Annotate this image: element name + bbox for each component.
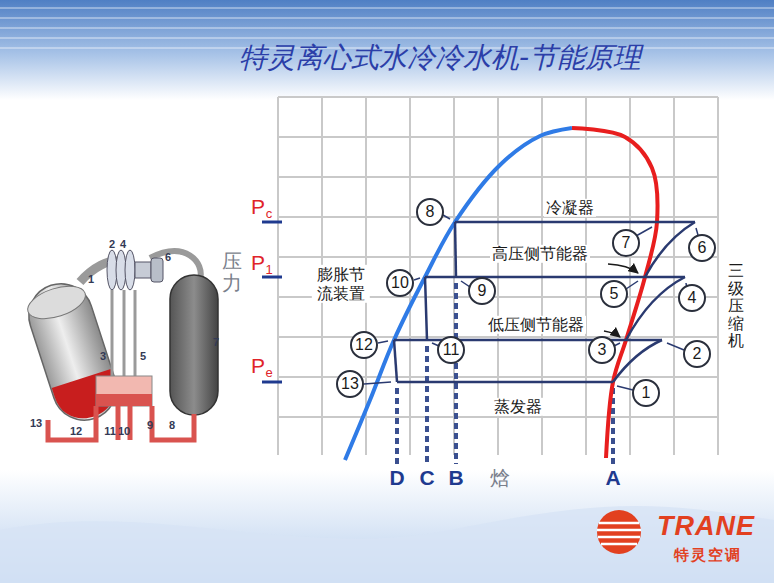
title: 特灵离心式水冷冷水机-节能原理 — [239, 42, 641, 74]
pressure-symbol: P — [251, 354, 265, 378]
callout-circle: 11 — [437, 336, 465, 364]
callout-circle: 3 — [588, 336, 616, 364]
component-label: 冷凝器 — [544, 199, 596, 217]
enthalpy-point: B — [448, 466, 463, 490]
part-number: 9 — [147, 419, 153, 432]
callout-number: 13 — [341, 376, 359, 392]
brand-name: 特灵空调 — [674, 547, 742, 564]
callout-number: 10 — [391, 275, 409, 291]
component-label: 高压侧节能器 — [490, 245, 590, 263]
subscript: e — [265, 366, 272, 381]
subscript: 1 — [265, 263, 272, 278]
callout-circle: 10 — [386, 269, 414, 297]
callout-circle: 13 — [336, 370, 364, 398]
pressure-symbol: P — [251, 195, 265, 219]
enthalpy-point: D — [389, 466, 404, 490]
part-number: 6 — [165, 251, 171, 264]
callout-circle: 9 — [468, 277, 496, 305]
part-number: 2 — [109, 238, 115, 251]
part-number: 3 — [100, 350, 106, 363]
callout-circle: 6 — [688, 234, 716, 262]
callout-number: 12 — [355, 337, 373, 353]
enthalpy-point: A — [605, 466, 620, 490]
part-number: 5 — [140, 350, 146, 363]
part-number: 1 — [88, 273, 94, 286]
part-number: 13 — [30, 417, 42, 430]
part-number: 4 — [120, 238, 126, 251]
callout-number: 11 — [443, 342, 460, 358]
pressure-symbol: P — [251, 251, 265, 275]
callout-number: 4 — [688, 290, 697, 306]
callout-circle: 7 — [612, 229, 640, 257]
axis-label: 压力 — [222, 250, 242, 294]
subscript: c — [266, 207, 273, 222]
callout-circle: 12 — [350, 331, 378, 359]
callout-circle: 8 — [416, 198, 444, 226]
brand-name: TRANE — [657, 511, 755, 542]
component-label: 蒸发器 — [492, 398, 544, 416]
callout-number: 6 — [698, 240, 707, 256]
callout-number: 7 — [622, 235, 631, 251]
callout-circle: 2 — [683, 340, 711, 368]
part-number: 8 — [169, 419, 175, 432]
component-label: 三级压缩机 — [726, 262, 746, 350]
callout-number: 9 — [478, 283, 487, 299]
part-number: 11 — [104, 425, 116, 438]
callout-number: 5 — [610, 286, 619, 302]
component-label: 低压侧节能器 — [486, 316, 586, 334]
component-label: 膨胀节 流装置 — [312, 265, 370, 303]
callout-number: 3 — [598, 342, 607, 358]
callout-circle: 5 — [600, 280, 628, 308]
callout-number: 2 — [693, 346, 702, 362]
enthalpy-point: C — [419, 466, 434, 490]
callout-number: 1 — [642, 385, 651, 401]
callout-circle: 1 — [632, 379, 660, 407]
axis-label: 焓 — [490, 467, 510, 490]
part-number: 7 — [213, 336, 219, 349]
part-number: 10 — [118, 425, 130, 438]
callout-number: 8 — [426, 204, 435, 220]
part-number: 12 — [70, 425, 82, 438]
callout-circle: 4 — [678, 284, 706, 312]
